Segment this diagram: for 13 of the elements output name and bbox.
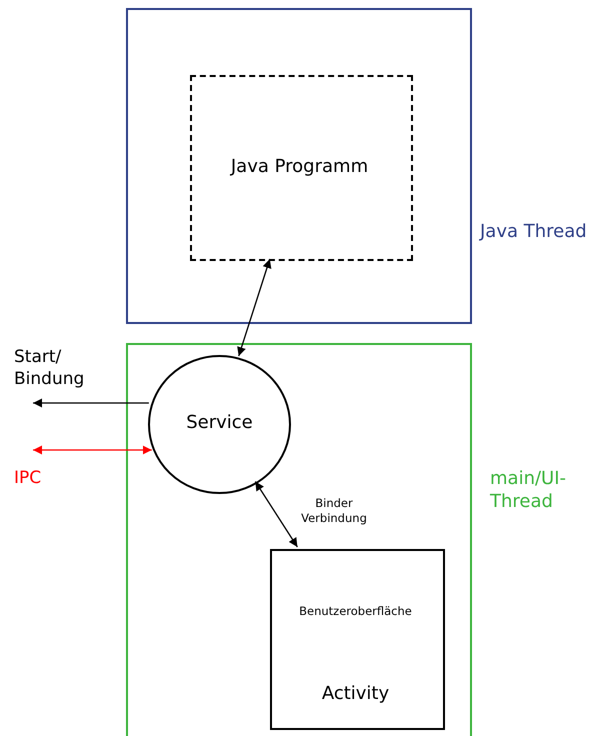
node-label: Service bbox=[185, 411, 254, 434]
node-label: main/UI-Thread bbox=[490, 467, 568, 514]
arrow bbox=[254, 481, 298, 548]
arrow bbox=[33, 398, 149, 408]
subtitle-text: Benutzeroberfläche bbox=[298, 604, 413, 619]
arrow bbox=[33, 446, 152, 454]
node-label: Java Programm bbox=[229, 155, 370, 178]
activity-box bbox=[270, 549, 445, 730]
node-label: Java Thread bbox=[480, 220, 588, 244]
arrow bbox=[237, 258, 272, 356]
service-circle bbox=[148, 355, 291, 494]
node-label: Activity bbox=[320, 682, 390, 706]
program-box bbox=[190, 75, 413, 261]
